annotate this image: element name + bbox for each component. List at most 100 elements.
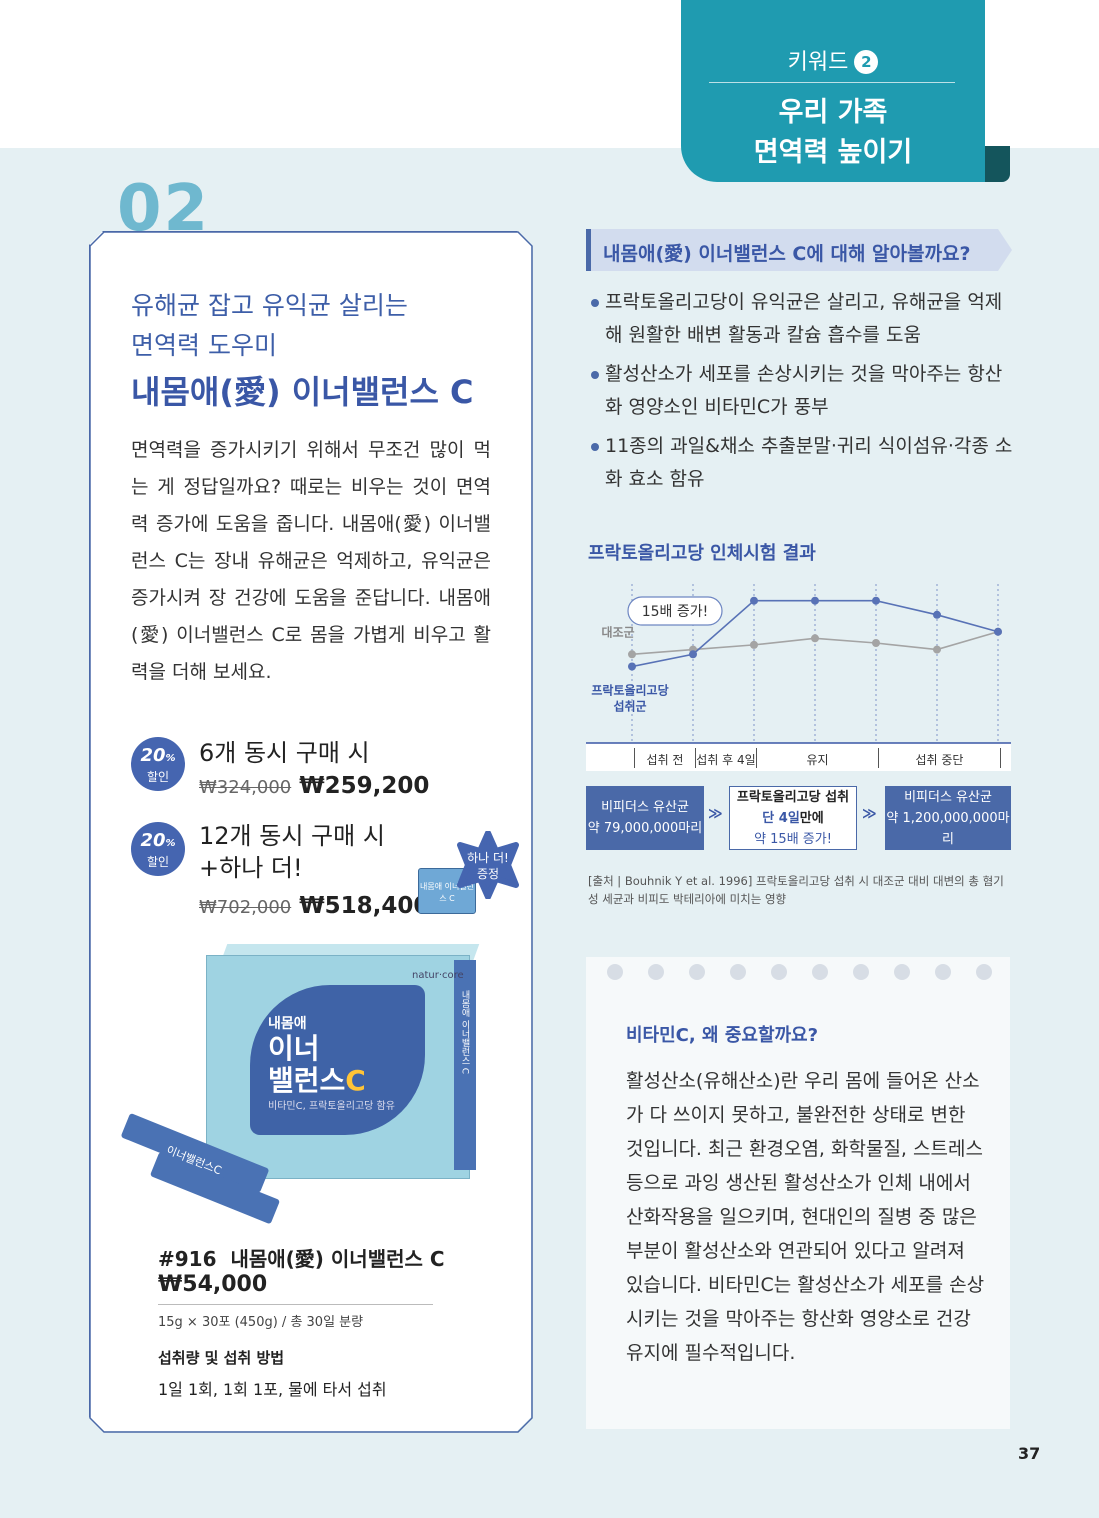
chart-series-label: 프락토올리고당 [591,683,668,698]
discount-badge-label: 할인 [146,855,170,869]
discount-percent-unit: % [165,753,176,764]
chart-callout-text: 15배 증가! [642,604,709,620]
flow-box-middle-line1: 프락토올리고당 섭취 [736,789,850,805]
keyword-title: 우리 가족 면역력 높이기 [681,93,985,173]
keyword-label-text: 키워드 [787,50,849,75]
flow-box-middle-rest: 만에 [799,810,824,826]
gift-star-text: 하나 더! 증정 [454,850,522,882]
product-code: #916 [158,1247,217,1271]
usage-title: 섭취량 및 섭취 방법 [158,1349,285,1367]
product-subtitle-line2: 면역력 도우미 [131,331,277,360]
memo-binding-holes [607,964,992,980]
chart-x-tick-label: 섭취 중단 [916,753,964,767]
package-line3b: C [345,1064,366,1097]
chart-point [994,627,1002,636]
package-name: 이너 밸런스C [268,1033,366,1097]
product-title: 내몸애(愛) 이너밸런스 C [131,373,474,411]
info-heading: 내몸애(愛) 이너밸런스 C에 대해 알아볼까요? [603,243,971,265]
keyword-divider [709,82,955,83]
memo-heading: 비타민C, 왜 중요할까요? [626,1025,819,1046]
package-line1: 내몸애 [268,1016,307,1032]
product-spec: 15g × 30포 (450g) / 총 30일 분량 [158,1315,364,1330]
chart-callout-bubble [627,596,723,626]
chart-point [628,650,636,659]
offer-price-row: ₩324,000 ₩259,200 [199,773,429,799]
chart-x-axis-band [586,743,1011,771]
chart-point [872,596,880,605]
package-line2: 이너 [268,1032,320,1065]
keyword-title-line1: 우리 가족 [778,97,888,128]
discount-percent-value: 20 [140,745,166,766]
usage-text: 1일 1회, 1회 1포, 물에 타서 섭취 [158,1380,387,1399]
product-description: 면역력을 증가시키기 위해서 무조건 많이 먹는 게 정답일까요? 때로는 비우… [131,439,491,683]
chart-x-tick-label: 섭취 후 4일 [696,753,755,767]
discount-badge-percent: 20% [131,830,185,855]
flow-arrow-icon: ≫ [708,806,723,822]
chart-series-label: 섭취군 [613,699,646,714]
info-bullets: 프락토올리고당이 유익균은 살리고, 유해균을 억제해 원활한 배변 활동과 칼… [591,286,1013,502]
flow-box-after: 비피더스 유산균 약 1,200,000,000마리 [885,786,1011,850]
chart-point [628,662,636,671]
product-code-name: #916 내몸애(愛) 이너밸런스 C [158,1243,445,1272]
package-line3a: 밸런스 [268,1064,346,1097]
old-price: ₩702,000 [199,897,292,918]
chart-x-tick-label: 섭취 전 [647,753,684,767]
price-divider [158,1304,433,1305]
package-side: 내몸애 이너밸런스 C [454,960,476,1170]
gift-star-line2: 증정 [476,867,500,881]
info-bullet: 11종의 과일&채소 추출분말·귀리 식이섬유·각종 소화 효소 함유 [591,430,1013,496]
chart-point [689,650,697,659]
gift-star-line1: 하나 더! [467,851,509,865]
product-name: 내몸애(愛) 이너밸런스 C [230,1247,445,1271]
chart-x-tick-label: 유지 [806,753,828,767]
chart-point [933,645,941,654]
info-bullet: 활성산소가 세포를 손상시키는 것을 막아주는 항산화 영양소인 비타민C가 풍… [591,358,1013,424]
discount-percent-unit: % [165,838,176,849]
offer-label: 6개 동시 구매 시 [199,739,370,767]
memo-body: 활성산소(유해산소)란 우리 몸에 들어온 산소가 다 쓰이지 못하고, 불완전… [626,1070,985,1364]
product-price: ₩54,000 [158,1272,268,1297]
info-bullet: 프락토올리고당이 유익균은 살리고, 유해균을 억제해 원활한 배변 활동과 칼… [591,286,1013,352]
keyword-tab-shadow [985,146,1010,182]
flow-box-before-line1: 비피더스 유산균 [601,800,689,815]
discount-badge: 20% 할인 [131,737,185,791]
flow-box-before: 비피더스 유산균 약 79,000,000마리 [586,786,704,850]
chart-series-label: 대조군 [601,625,634,639]
gift-star-badge [457,831,519,899]
flow-box-after-line1: 비피더스 유산균 [904,789,992,805]
discount-badge: 20% 할인 [131,822,185,876]
flow-box-middle-line2: 단 4일만에 [762,808,823,829]
package-leaf-graphic [250,985,425,1135]
gift-mini-box-text: 내몸애 이너밸런스 C [419,882,475,903]
flow-box-after-line2: 약 1,200,000,000마리 [886,810,1010,847]
package-side-text: 내몸애 이너밸런스 C [459,990,470,1075]
flow-box-middle-emph: 단 4일 [762,810,800,826]
keyword-title-line2: 면역력 높이기 [753,137,913,168]
package-brand: natur·core [412,970,464,981]
flow-box-before-line2: 약 79,000,000마리 [587,821,703,836]
keyword-number: 2 [854,50,879,74]
new-price: ₩259,200 [299,773,430,799]
old-price: ₩324,000 [199,777,292,798]
chart-point [872,639,880,647]
chart-point [811,596,819,605]
chart-point [750,640,758,649]
flow-box-middle: 프락토올리고당 섭취 단 4일만에 약 15배 증가! [729,786,857,850]
offer-label: 12개 동시 구매 시 +하나 더! [199,820,385,884]
chart-point [811,634,819,643]
vitamin-memo [586,957,1010,1429]
offer-label-line1: 12개 동시 구매 시 [199,822,385,850]
discount-badge-label: 할인 [146,770,170,784]
product-subtitle-line1: 유해균 잡고 유익균 살리는 [131,291,408,320]
info-heading-bar [586,229,591,271]
chart-point [750,596,758,605]
offer-price-row: ₩702,000₩518,400 [199,893,429,919]
product-subtitle: 유해균 잡고 유익균 살리는 면역력 도우미 [131,286,408,366]
package-line3: 밸런스C [268,1065,366,1097]
flow-arrow-icon: ≫ [862,806,877,822]
discount-percent-value: 20 [140,830,166,851]
trial-title: 프락토올리고당 인체시험 결과 [588,543,816,564]
